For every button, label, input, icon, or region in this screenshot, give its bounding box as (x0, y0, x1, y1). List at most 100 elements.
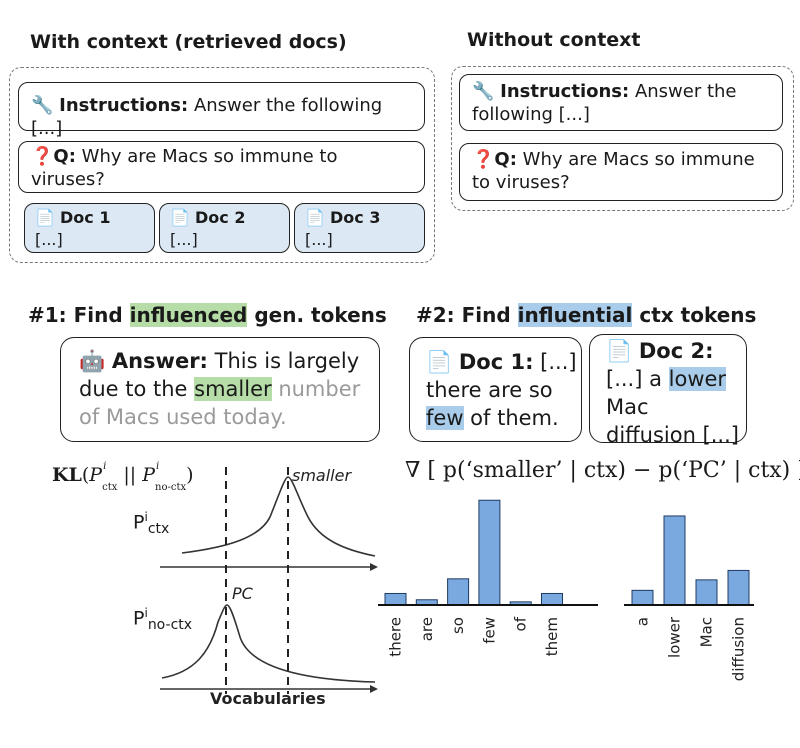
with-context-group (9, 67, 435, 263)
doc-title: Doc 3 (330, 208, 381, 227)
ctx-axis-arrow (370, 563, 378, 571)
doc2-highlight-lower: lower (668, 367, 727, 391)
gradient-formula: ∇ [ p(‘smaller’ | ctx) − p(‘PC’ | ctx) ] (405, 458, 800, 483)
noctx-axis-arrow (370, 685, 378, 693)
bar-a (631, 589, 654, 606)
without-context-group (451, 66, 794, 211)
doc2-line-2-pre: [...] a (606, 367, 669, 391)
doc2-title: Doc 2: (638, 339, 714, 363)
bar-few (478, 499, 501, 606)
instructions-label: Instructions: (59, 95, 189, 116)
question-text-2: to viruses? (472, 172, 570, 193)
p-sub-noctx: no-ctx (147, 617, 193, 634)
question-box: ❓Q: Why are Macs so immune to viruses? (18, 141, 425, 193)
step1-title-highlight: influenced (129, 303, 248, 327)
question-text: Why are Macs so immune to viruses? (31, 146, 338, 190)
with-context-heading: With context (retrieved docs) (30, 31, 347, 53)
step1-title: #1: Find influenced gen. tokens (28, 303, 387, 327)
doc-body: [...] (170, 230, 198, 249)
question-box-noctx: ❓Q: Why are Macs so immune to viruses? (459, 143, 783, 201)
document-icon: 📄 (35, 208, 55, 227)
wrench-icon: 🔧 (472, 81, 495, 102)
ctx-distribution-curve (181, 476, 376, 557)
without-context-heading: Without context (467, 29, 641, 51)
answer-line-2-pre: due to the (79, 377, 195, 401)
doc-card-2: 📄 Doc 2 [...] (159, 203, 290, 253)
doc1-highlight-few: few (426, 406, 464, 430)
step1-title-pre: #1: Find (28, 303, 130, 327)
doc1-title: Doc 1: (458, 350, 534, 374)
answer-line-2-grey: number (271, 377, 361, 401)
tick-label-them: them (543, 617, 561, 656)
bar-diffusion (727, 569, 750, 606)
document-icon: 📄 (170, 208, 190, 227)
doc-body: [...] (305, 230, 333, 249)
doc-card-3: 📄 Doc 3 [...] (294, 203, 425, 253)
step1-title-post: gen. tokens (247, 303, 387, 327)
tick-label-of: of (512, 616, 530, 631)
instructions-text-1: Answer the (634, 81, 737, 102)
red-question-mark-icon: ❓ (31, 146, 54, 167)
tick-label-there: there (387, 617, 405, 657)
document-icon: 📄 (426, 350, 453, 374)
tick-label-are: are (418, 617, 436, 641)
instructions-box-noctx: 🔧 Instructions: Answer the following [..… (459, 74, 783, 131)
p-noctx-label: Pino-ctx (133, 606, 192, 633)
p-ctx-label: Pictx (133, 510, 169, 537)
tick-label-Mac: Mac (698, 617, 716, 647)
influence-bar-chart-doc2: a lower Mac diffusion (624, 515, 754, 681)
p-symbol: P (133, 511, 145, 534)
answer-label: Answer: (111, 349, 208, 373)
wrench-icon: 🔧 (31, 95, 54, 116)
question-text-1: Why are Macs so immune (522, 149, 755, 170)
bar-so (447, 578, 470, 606)
doc2-line-3: Mac (606, 395, 649, 419)
instructions-text: Answer the following [...] (31, 95, 383, 139)
question-label: Q: (494, 149, 517, 170)
doc-title: Doc 1 (60, 208, 111, 227)
tick-label-a: a (634, 617, 652, 626)
answer-box: 🤖 Answer: This is largely due to the sma… (60, 337, 380, 442)
document-icon: 📄 (305, 208, 325, 227)
step2-title-pre: #2: Find (416, 303, 518, 327)
tick-label-diffusion: diffusion (730, 617, 748, 681)
doc-title: Doc 2 (195, 208, 246, 227)
step2-title-post: ctx tokens (632, 303, 757, 327)
instructions-label: Instructions: (500, 81, 630, 102)
document-icon: 📄 (606, 339, 633, 363)
kl-symbol: KL (52, 464, 82, 486)
peak-label-pc: PC (232, 584, 254, 603)
noctx-distribution-curve (161, 604, 376, 683)
answer-line-3: of Macs used today. (79, 405, 287, 429)
red-question-mark-icon: ❓ (472, 149, 495, 170)
bar-Mac (695, 579, 718, 606)
tick-label-so: so (449, 617, 467, 634)
doc1-line-3-rest: of them. (463, 406, 559, 430)
x-axis-label: Vocabularies (210, 689, 326, 708)
p-sup: i (144, 510, 148, 524)
answer-highlight-smaller: smaller (194, 377, 272, 401)
p-symbol: P (133, 607, 145, 630)
doc2-box: 📄 Doc 2: [...] a lower Mac diffusion [..… (589, 334, 747, 447)
tick-label-lower: lower (666, 616, 684, 658)
bar-there (384, 592, 407, 606)
doc1-box: 📄 Doc 1: [...] there are so few of them. (409, 337, 582, 442)
distribution-plot: smaller PC Vocabularies (160, 466, 378, 708)
step2-title-highlight: influential (517, 303, 633, 327)
doc1-line-1: [...] (533, 350, 577, 374)
doc1-line-2: there are so (426, 378, 553, 402)
answer-line-1: This is largely (214, 349, 360, 373)
doc2-line-4: diffusion [...] (606, 423, 739, 447)
peak-label-smaller: smaller (292, 466, 352, 485)
instructions-text-2: following [...] (472, 104, 590, 125)
question-label: Q: (53, 146, 76, 167)
doc-body: [...] (35, 230, 63, 249)
p-sup: i (144, 606, 148, 620)
instructions-box: 🔧 Instructions: Answer the following [..… (18, 82, 425, 139)
p-sub-ctx: ctx (147, 521, 170, 538)
bar-lower (663, 515, 686, 606)
tick-label-few: few (480, 617, 498, 644)
